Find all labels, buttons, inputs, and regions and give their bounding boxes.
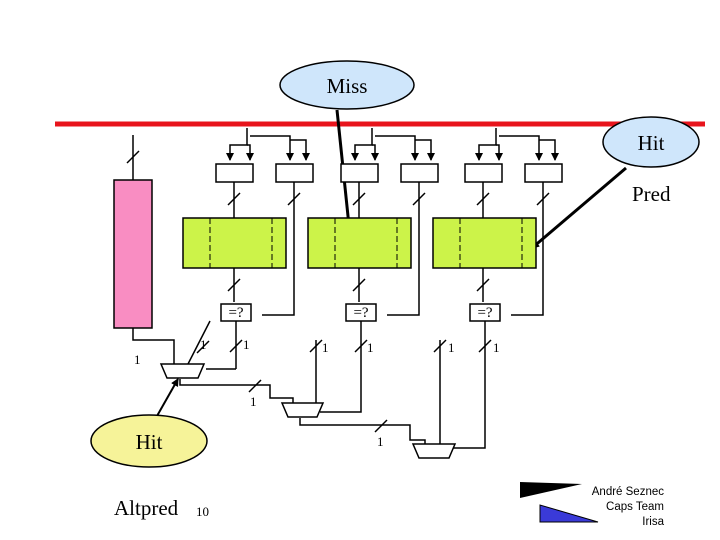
hit-top-bubble: Hit (602, 116, 700, 168)
miss-label: Miss (327, 74, 368, 98)
bit-label-mux2-b: 1 (367, 340, 374, 355)
hit-top-label: Hit (638, 131, 665, 155)
comparator-1-label: =? (228, 305, 243, 321)
hit-bottom-bubble: Hit (90, 414, 208, 468)
credit-institute: Irisa (642, 516, 664, 528)
index-hash-group-3 (464, 128, 563, 183)
table-to-comparator-wires (227, 268, 490, 302)
index-hash-group-1 (215, 128, 314, 183)
page-number: 10 (196, 504, 209, 519)
credit-team: Caps Team (606, 501, 664, 513)
comparator-2-label: =? (353, 305, 368, 321)
comparator-3: =? (469, 303, 501, 322)
comparator-3-label: =? (477, 305, 492, 321)
tagged-table-2 (307, 217, 412, 269)
bit-label-chain-2: 1 (377, 434, 384, 449)
base-predictor-table (113, 179, 153, 329)
bit-label-mux3-b: 1 (493, 340, 500, 355)
miss-bubble: Miss (279, 60, 415, 110)
mux-2 (280, 402, 325, 418)
bit-label-mux1-b: 1 (243, 337, 250, 352)
tagged-table-3 (432, 217, 537, 269)
hit-bottom-label: Hit (136, 430, 163, 454)
hash-to-table-wires (227, 182, 550, 316)
bit-label-mux2-a: 1 (322, 340, 329, 355)
comparator-2: =? (345, 303, 377, 322)
bit-label-left: 1 (134, 352, 141, 367)
mux-network (132, 320, 492, 449)
bit-label-mux1-a: 1 (200, 337, 207, 352)
altpred-label: Altpred (114, 496, 179, 520)
mux-3 (411, 443, 457, 459)
tagged-table-1 (182, 217, 287, 269)
bit-label-chain-1: 1 (250, 394, 257, 409)
bit-label-mux3-a: 1 (448, 340, 455, 355)
hit-bottom-arrow (156, 378, 179, 417)
credit-author: André Seznec (592, 486, 664, 498)
base-table-input-bus-tick (126, 150, 140, 164)
comparator-1: =? (220, 303, 252, 322)
index-hash-group-2 (340, 128, 439, 183)
mux-1 (159, 363, 206, 379)
team-logo-blue (539, 504, 599, 523)
pred-arrow (531, 166, 627, 250)
pred-label: Pred (632, 182, 671, 206)
team-logo-black (520, 482, 582, 498)
